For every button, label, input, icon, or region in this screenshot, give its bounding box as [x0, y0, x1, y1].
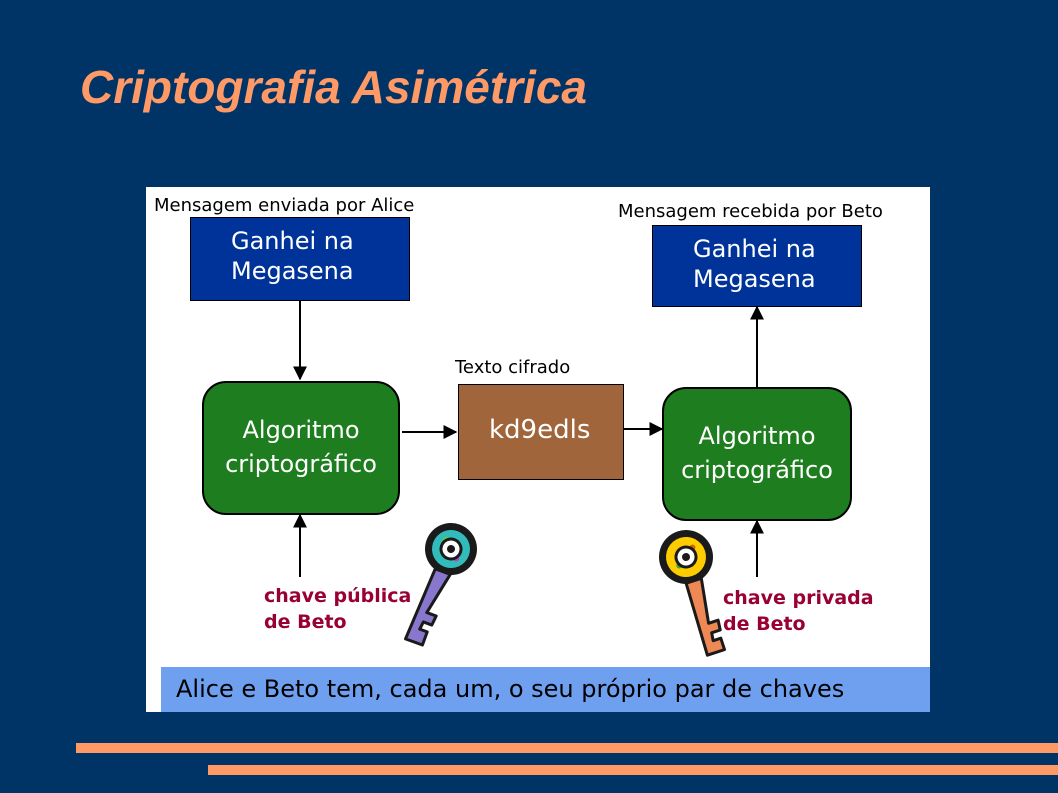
public-key-label-line2: de Beto: [264, 611, 347, 633]
private-key-icon: [659, 530, 727, 657]
sent-message-line2: Megasena: [231, 257, 354, 285]
receiver-caption: Mensagem recebida por Beto: [618, 201, 883, 222]
received-message-line2: Megasena: [693, 265, 816, 293]
sent-message-line1: Ganhei na: [231, 227, 354, 255]
received-message-box: Ganhei na Megasena: [652, 225, 862, 307]
private-key-label-line1: chave privada: [723, 587, 874, 609]
footer-note: Alice e Beto tem, cada um, o seu próprio…: [161, 667, 930, 712]
decrypt-algorithm-line1: Algoritmo: [698, 422, 816, 450]
encrypt-algorithm-line1: Algoritmo: [242, 416, 360, 444]
decrypt-algorithm-box: Algoritmo criptográfico: [662, 387, 852, 521]
private-key-label-line2: de Beto: [723, 613, 806, 635]
encrypt-algorithm-box: Algoritmo criptográfico: [202, 381, 400, 515]
public-key-icon: [404, 523, 477, 647]
public-key-label: chave pública de Beto: [264, 583, 411, 635]
sent-message-box: Ganhei na Megasena: [190, 217, 410, 301]
decorative-line-bottom: [208, 765, 1058, 775]
ciphertext-caption: Texto cifrado: [455, 357, 571, 378]
private-key-label: chave privada de Beto: [723, 585, 874, 637]
public-key-label-line1: chave pública: [264, 585, 412, 607]
sender-caption: Mensagem enviada por Alice: [154, 195, 415, 216]
flow-arrows: [293, 301, 764, 657]
ciphertext-value: kd9edls: [489, 415, 591, 445]
slide-title: Criptografia Asimétrica: [80, 61, 587, 113]
encrypt-algorithm-line2: criptográfico: [225, 450, 377, 478]
asymmetric-crypto-diagram: Mensagem enviada por Alice Mensagem rece…: [146, 187, 930, 712]
decorative-line-top: [76, 743, 1058, 753]
decrypt-algorithm-line2: criptográfico: [681, 456, 833, 484]
received-message-line1: Ganhei na: [693, 235, 816, 263]
ciphertext-box: kd9edls: [458, 384, 624, 480]
